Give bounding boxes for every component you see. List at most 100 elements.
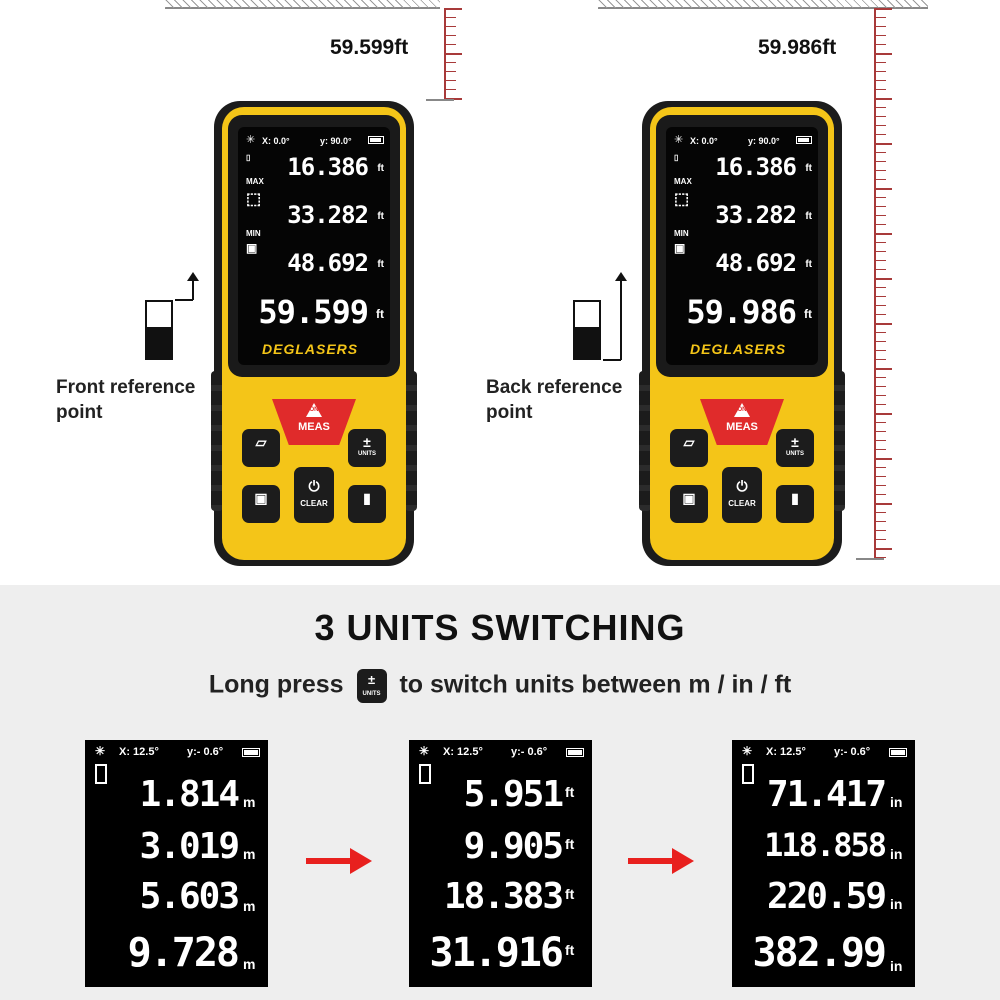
back-ref-line (603, 359, 621, 361)
back-reference-caption: Back reference point (486, 377, 623, 423)
rear-ref-icon (95, 764, 107, 784)
left-laser-measure-device: ✳ X: 0.0° y: 90.0° ▯ MAX ⬚ MIN ▣ 16.386 … (211, 101, 417, 566)
value-2: 3.019 (139, 826, 240, 867)
unit-1: ft (565, 784, 575, 800)
instruction-prefix: Long press (208, 670, 344, 699)
meas-on-label: ON (737, 407, 747, 413)
cube-icon: ⬚ (246, 191, 262, 208)
plus-minus-icon: ± (363, 434, 371, 450)
y-label: y: (748, 136, 757, 146)
unit-2: in (890, 846, 903, 862)
brand-logo: DEGLASERS (262, 341, 359, 357)
left-wall-hatch (165, 0, 440, 8)
value-1: 5.951 (463, 774, 564, 815)
left-ruler (426, 8, 462, 101)
front-ref-line (175, 299, 193, 301)
rear-ref-icon: ▯ (246, 153, 251, 162)
lcd-display-feet: ✳ X: 12.5° y:- 0.6° 5.951 ft 9.905 ft 18… (409, 740, 592, 987)
x-value: 0.0° (273, 136, 290, 146)
battery-icon (368, 136, 384, 144)
unit-3: in (890, 896, 903, 912)
reading-1: 16.386 (715, 153, 797, 181)
clear-label: CLEAR (300, 499, 328, 508)
reading-1-unit: ft (377, 163, 384, 174)
area-volume-button[interactable]: ▱ (242, 429, 280, 467)
right-laser-measure-device: ✳ X: 0.0° y: 90.0° ▯ MAX ⬚ MIN ▣ 16.386 … (639, 101, 845, 566)
save-icon: ▣ (246, 241, 258, 255)
units-key-symbol: ± (367, 672, 376, 687)
reference-button[interactable]: ▮ (348, 485, 386, 523)
save-button[interactable]: ▣ (670, 485, 708, 523)
warning-icon (306, 403, 322, 417)
save-icon: ▣ (674, 241, 686, 255)
main-reading-unit: ft (804, 307, 812, 321)
laser-icon: ✳ (95, 744, 106, 758)
power-icon: ⏻ (736, 478, 748, 494)
min-label: MIN (246, 229, 261, 238)
reading-2: 33.282 (287, 201, 369, 229)
y-angle: y:- 0.6° (187, 746, 224, 758)
warning-icon (734, 403, 750, 417)
units-label: UNITS (786, 451, 804, 457)
back-ref-arrow-icon (615, 272, 627, 360)
red-arrow-icon-1 (306, 846, 372, 876)
area-volume-button[interactable]: ▱ (670, 429, 708, 467)
rear-ref-icon (419, 764, 431, 784)
clear-power-button[interactable]: ⏻ CLEAR (294, 467, 334, 523)
unit-main: in (890, 958, 903, 974)
units-button[interactable]: ± UNITS (348, 429, 386, 467)
unit-2: m (243, 846, 256, 862)
reading-3-unit: ft (377, 259, 384, 270)
value-main: 31.916 (429, 930, 564, 976)
value-1: 71.417 (766, 774, 887, 815)
unit-main: m (243, 956, 256, 972)
reading-3: 48.692 (715, 249, 797, 277)
x-angle: X: 12.5° (119, 746, 159, 758)
front-reference-caption: Front reference point (56, 377, 196, 423)
reading-2-unit: ft (805, 211, 812, 222)
y-angle: y:- 0.6° (834, 746, 871, 758)
reading-1-unit: ft (805, 163, 812, 174)
right-wall (598, 7, 928, 9)
plus-minus-icon: ± (791, 434, 799, 450)
reading-3: 48.692 (287, 249, 369, 277)
units-button[interactable]: ± UNITS (776, 429, 814, 467)
battery-icon (242, 748, 260, 757)
right-ruler (856, 8, 892, 560)
clear-power-button[interactable]: ⏻ CLEAR (722, 467, 762, 523)
reference-button[interactable]: ▮ (776, 485, 814, 523)
main-reading: 59.599 (258, 293, 369, 331)
min-label: MIN (674, 229, 689, 238)
right-wall-hatch (598, 0, 928, 8)
x-angle: X: 12.5° (766, 746, 806, 758)
value-1: 1.814 (139, 774, 240, 815)
x-label: X: (262, 136, 271, 146)
unit-3: m (243, 898, 256, 914)
value-main: 9.728 (127, 930, 240, 976)
battery-icon (566, 748, 584, 757)
red-arrow-icon-2 (628, 846, 694, 876)
lcd-display-meters: ✳ X: 12.5° y:- 0.6° 1.814 m 3.019 m 5.60… (85, 740, 268, 987)
left-wall (165, 7, 440, 9)
units-key-icon: ± UNITS (356, 669, 387, 703)
unit-1: in (890, 794, 903, 810)
cube-icon: ⬚ (674, 191, 690, 208)
floppy-icon: ▣ (254, 490, 268, 506)
max-label: MAX (246, 177, 264, 186)
battery-icon (889, 748, 907, 757)
rear-ref-icon (742, 764, 754, 784)
rear-ref-icon: ▯ (674, 153, 679, 162)
y-value: 90.0° (758, 136, 780, 146)
reading-2: 33.282 (715, 201, 797, 229)
laser-icon: ✳ (674, 134, 684, 146)
power-icon: ⏻ (308, 478, 320, 494)
right-distance-label: 59.986ft (758, 36, 837, 59)
value-3: 5.603 (139, 876, 240, 917)
main-reading: 59.986 (686, 293, 797, 331)
save-button[interactable]: ▣ (242, 485, 280, 523)
left-distance-label: 59.599ft (330, 36, 409, 59)
clear-label: CLEAR (728, 499, 756, 508)
area-icon: ▱ (683, 434, 695, 450)
laser-icon: ✳ (742, 744, 753, 758)
brand-logo: DEGLASERS (690, 341, 787, 357)
